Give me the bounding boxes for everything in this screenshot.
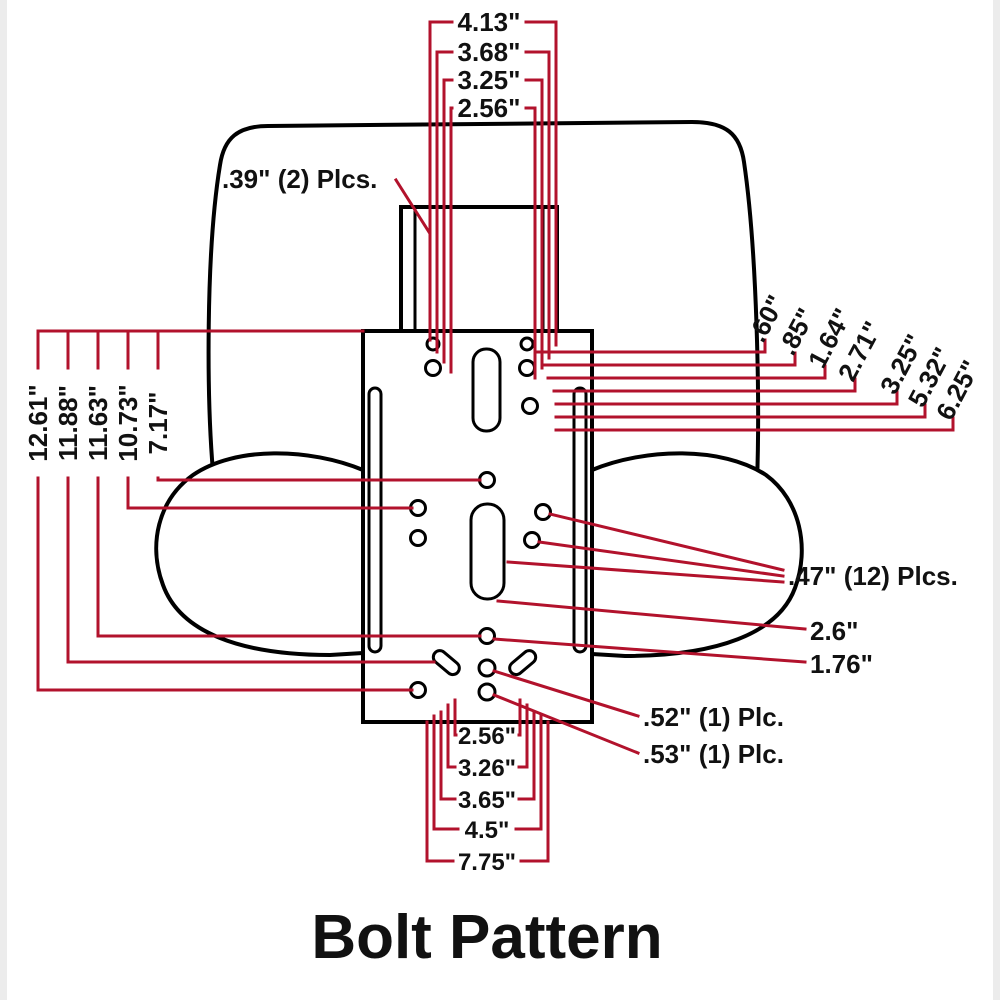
seat-outline xyxy=(154,119,804,724)
dim-lines-top xyxy=(428,20,558,380)
bolt-hole xyxy=(424,359,442,377)
slanted-slot-left xyxy=(431,649,461,677)
bolt-hole xyxy=(478,627,496,645)
dim-label-bottom-3: 3.65" xyxy=(458,787,516,814)
dim-label-top-1: 4.13" xyxy=(458,7,521,37)
callout-39-label: .39" (2) Plcs. xyxy=(222,164,377,194)
dim-label-left-5: 7.17" xyxy=(143,392,173,455)
bolt-hole xyxy=(478,471,496,489)
dim-label-bottom-1: 2.56" xyxy=(458,723,516,750)
right-edge-strip xyxy=(993,0,1000,1000)
callout-53-label: .53" (1) Plc. xyxy=(643,739,784,769)
diagram-title: Bolt Pattern xyxy=(311,903,662,972)
dim-lines-bottom xyxy=(425,698,550,863)
left-groove xyxy=(367,386,383,654)
bolt-hole xyxy=(519,336,535,352)
lower-slot xyxy=(469,502,506,601)
dim-label-1-76: 1.76" xyxy=(810,649,873,679)
callout-47-label: .47" (12) Plcs. xyxy=(788,561,958,591)
dim-lines-left xyxy=(36,329,482,692)
dim-leaders-right-lower xyxy=(492,512,807,755)
dim-label-top-3: 3.25" xyxy=(458,65,521,95)
seat-left-wing xyxy=(154,451,364,658)
dim-lines-right-mid xyxy=(554,390,955,432)
bolt-hole xyxy=(521,397,539,415)
dim-label-left-4: 10.73" xyxy=(113,384,143,461)
dim-label-2-6: 2.6" xyxy=(810,616,858,646)
upper-slot xyxy=(471,347,502,433)
seat-right-wing xyxy=(591,451,804,659)
dim-label-bottom-2: 3.26" xyxy=(458,755,516,782)
bolt-hole xyxy=(518,359,536,377)
bolt-hole-53 xyxy=(477,682,497,702)
dim-label-top-4: 2.56" xyxy=(458,93,521,123)
bolt-hole-52 xyxy=(477,658,497,678)
top-bracket xyxy=(399,205,559,333)
dim-label-left-3: 11.63" xyxy=(83,385,113,461)
dim-label-left-2: 11.88" xyxy=(53,385,83,461)
dim-label-bottom-4: 4.5" xyxy=(465,817,510,844)
dim-lines-right-upper xyxy=(534,338,857,393)
callout-52-label: .52" (1) Plc. xyxy=(643,702,784,732)
bolt-hole xyxy=(409,529,427,547)
dim-label-top-2: 3.68" xyxy=(458,37,521,67)
left-edge-strip xyxy=(0,0,7,1000)
slanted-slot-right xyxy=(508,649,538,677)
dim-leader-39 xyxy=(393,177,432,235)
dim-label-bottom-5: 7.75" xyxy=(458,849,516,876)
dim-label-left-1: 12.61" xyxy=(23,384,53,461)
bolt-hole xyxy=(534,503,552,521)
bolt-hole xyxy=(523,531,541,549)
